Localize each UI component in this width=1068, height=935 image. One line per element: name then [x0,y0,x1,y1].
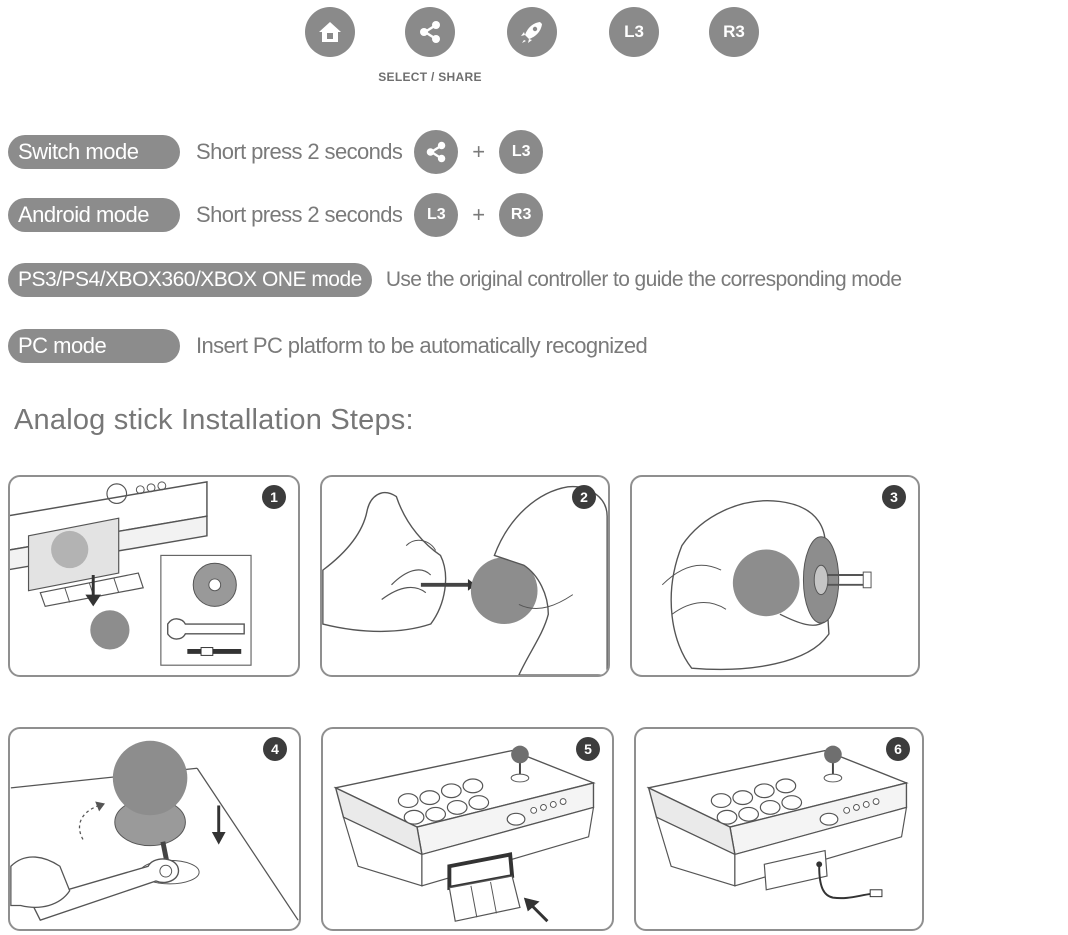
home-icon [319,22,341,42]
share-combo-button [414,130,459,174]
plus-sign: + [472,202,486,227]
step-number-badge: 4 [263,737,287,761]
installation-heading: Analog stick Installation Steps: [14,404,414,436]
rocket-icon [521,22,542,43]
step-2-illustration [322,486,608,675]
share-icon [420,21,440,43]
mode-label: Android mode [8,198,180,232]
mode-row-console: PS3/PS4/XBOX360/XBOX ONE mode Use the or… [8,261,902,299]
plus-sign: + [472,139,486,164]
mode-description: Insert PC platform to be automatically r… [196,333,648,358]
share-icon [427,141,446,163]
step-panel-2: 2 [320,475,610,677]
step-panel-1: 1 [8,475,300,677]
l3-button: L3 [609,7,659,57]
step-number-badge: 3 [882,485,906,509]
step-panel-6: 6 [634,727,924,931]
l3-combo-button: L3 [414,193,459,237]
mode-label: PS3/PS4/XBOX360/XBOX ONE mode [8,263,372,297]
mode-description: Short press 2 seconds [196,139,403,164]
step-panel-3: 3 [630,475,920,677]
step-1-illustration [10,481,252,666]
step-panel-4: 4 [8,727,301,931]
mode-description: Use the original controller to guide the… [385,268,902,291]
step-number-badge: 5 [576,737,600,761]
step-number-badge: 2 [572,485,596,509]
mode-label: PC mode [8,329,180,363]
step-5-illustration [333,745,596,923]
select-share-button [405,7,455,57]
step-6-illustration [646,745,909,900]
r3-combo-button: R3 [499,193,544,237]
step-3-illustration [661,500,872,671]
mode-row-pc: PC mode Insert PC platform to be automat… [8,327,648,365]
mode-row-switch: Switch mode Short press 2 seconds + L3 [8,130,544,174]
r3-button: R3 [709,7,759,57]
l3-combo-button: L3 [499,130,544,174]
step-number-badge: 1 [262,485,286,509]
step-panel-5: 5 [321,727,614,931]
mode-row-android: Android mode Short press 2 seconds L3 + … [8,193,544,237]
mode-description: Short press 2 seconds [196,202,403,227]
step-4-illustration [10,740,299,922]
home-button [305,7,355,57]
select-share-caption: SELECT / SHARE [378,70,482,84]
step-number-badge: 6 [886,737,910,761]
mode-label: Switch mode [8,135,180,169]
turbo-button [507,7,557,57]
